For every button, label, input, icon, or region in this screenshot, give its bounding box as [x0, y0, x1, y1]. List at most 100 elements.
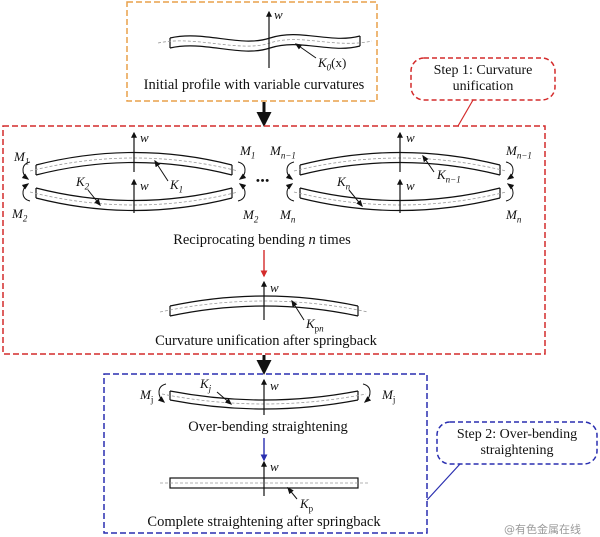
moment-arc-mn-left: [285, 183, 295, 202]
m1r-sub: 1: [250, 150, 256, 161]
moment-arc-mn-right: [505, 183, 515, 202]
kpn-sub-n: n: [319, 323, 324, 334]
k0-symbol: K: [318, 55, 327, 70]
kn1-sub: n−1: [445, 174, 461, 185]
step2-callout-text: Step 2: Over-bending straightening: [456, 427, 578, 459]
w-label-straight: w: [270, 459, 279, 474]
kpn-sym: K: [306, 316, 315, 331]
kpn-sub-p: p: [314, 323, 320, 334]
kp-sub: p: [308, 503, 314, 514]
w-label-overbent: w: [270, 378, 279, 393]
kj-label: Kj: [200, 377, 211, 394]
k0-subscript: 0: [326, 62, 332, 73]
mnl-sub: n: [290, 214, 296, 225]
kp-sym: K: [300, 496, 309, 511]
kp-leader: [287, 486, 298, 500]
step2-callout-leader: [426, 463, 461, 501]
step1-callout-box: [410, 57, 556, 101]
step1-box: [2, 125, 546, 355]
mn1-label-right: Mn−1: [506, 144, 532, 161]
kn-sub: n: [345, 181, 351, 192]
initial-profile-box: [126, 1, 378, 102]
mn1l-sym: M: [270, 143, 281, 158]
k2-label: K2: [76, 175, 89, 192]
mjl-sym: M: [140, 387, 151, 402]
kn-label: Kn: [337, 175, 350, 192]
m1r-sym: M: [240, 143, 251, 158]
kn-leader: [348, 189, 363, 208]
mnl-sym: M: [280, 207, 291, 222]
moment-arc-mj-left: [157, 383, 167, 403]
complete-caption: Complete straightening after springback: [147, 514, 381, 530]
initial-beam: [157, 34, 373, 52]
m2r-sym: M: [243, 207, 254, 222]
kpn-label: Kpn: [306, 317, 324, 334]
k2-leader: [87, 189, 101, 207]
k2-sub: 2: [84, 181, 90, 192]
mn1l-sub: n−1: [280, 150, 296, 161]
mjl-sub: j: [150, 394, 154, 405]
kj-sym: K: [200, 376, 209, 391]
step2-box: [103, 373, 428, 534]
w-label-left-bottom: w: [140, 178, 149, 193]
mn-label-right: Mn: [506, 208, 521, 225]
k1-sub: 1: [178, 184, 184, 195]
mnr-sym: M: [506, 207, 517, 222]
mjr-sub: j: [392, 394, 396, 405]
k0-leader: [294, 43, 317, 59]
moment-arc-mn1-right: [505, 161, 515, 180]
k1-label: K1: [170, 178, 183, 195]
m1l-sub: 1: [24, 156, 30, 167]
w-label-right-top: w: [406, 130, 415, 145]
step1-callout-leader: [457, 99, 474, 127]
m1l-sym: M: [14, 149, 25, 164]
m2-label-right: M2: [243, 208, 258, 225]
moment-arc-m1-right: [237, 161, 247, 180]
mj-label-left: Mj: [140, 388, 153, 405]
w-label-initial: w: [274, 7, 283, 22]
mjr-sym: M: [382, 387, 393, 402]
kpn-leader: [291, 299, 305, 321]
k2-sym: K: [76, 174, 85, 189]
moment-arc-mn1-left: [285, 161, 295, 180]
kn1-label: Kn−1: [437, 168, 461, 185]
mj-label-right: Mj: [382, 388, 395, 405]
m1-label-right: M1: [240, 144, 255, 161]
k1-leader: [154, 159, 169, 182]
mn-label-left: Mn: [280, 208, 295, 225]
unification-caption: Curvature unification after springback: [155, 333, 377, 349]
rc-post: times: [315, 232, 351, 248]
moment-arc-m2-right: [237, 183, 247, 202]
kp-label: Kp: [300, 497, 313, 514]
moment-arc-m2-left: [21, 183, 31, 202]
kn-sym: K: [337, 174, 346, 189]
kn1-sym: K: [437, 167, 446, 182]
kn1-leader: [422, 154, 435, 173]
kj-leader: [216, 391, 233, 405]
reciprocating-caption: Reciprocating bending n times: [173, 233, 351, 248]
straight-beam: [160, 477, 370, 489]
k0-arg-text: (x): [331, 55, 347, 70]
kj-sub: j: [208, 383, 212, 394]
initial-caption: Initial profile with variable curvatures: [143, 77, 365, 93]
moment-arc-mj-right: [362, 383, 372, 403]
w-label-unified: w: [270, 280, 279, 295]
rc-n: n: [308, 232, 316, 248]
rc-pre: Reciprocating bending: [173, 232, 309, 248]
watermark: @有色金属在线: [504, 523, 581, 536]
m2l-sym: M: [12, 206, 23, 221]
w-label-right-bottom: w: [406, 178, 415, 193]
mn1r-sym: M: [506, 143, 517, 158]
k1-sym: K: [170, 177, 179, 192]
overbending-caption: Over-bending straightening: [188, 419, 348, 435]
m2r-sub: 2: [253, 214, 259, 225]
m2l-sub: 2: [22, 213, 28, 224]
mn1-label-left: Mn−1: [270, 144, 296, 161]
ellipsis-dots: • • •: [256, 175, 269, 187]
k0-label: K0(x): [318, 56, 346, 73]
m1-label-left: M1: [14, 150, 29, 167]
moment-arc-m1-left: [21, 161, 31, 180]
mnr-sub: n: [516, 214, 522, 225]
m2-label-left: M2: [12, 207, 27, 224]
